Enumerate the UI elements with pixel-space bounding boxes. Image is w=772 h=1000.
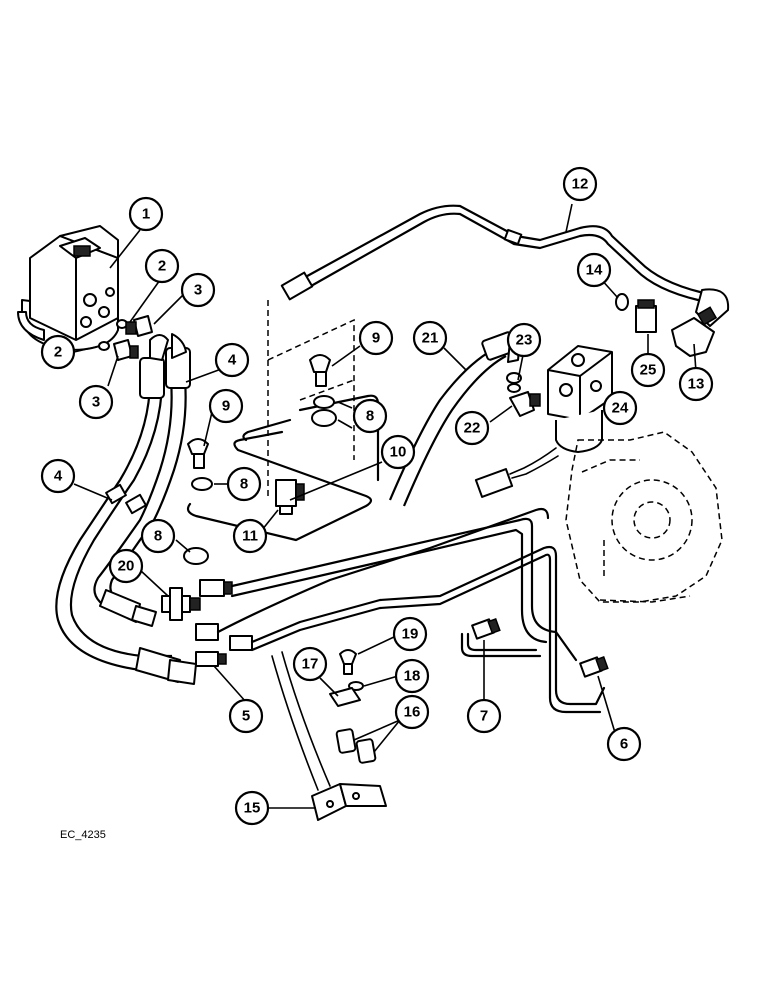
callout-17: 17	[292, 646, 328, 682]
callout-18: 18	[394, 658, 430, 694]
washer-upper-1	[313, 395, 335, 409]
fitting-11	[275, 479, 305, 515]
callout-13: 13	[678, 366, 714, 402]
elbow-13	[671, 306, 718, 357]
washer-mid	[191, 477, 213, 491]
pipe-12	[280, 204, 730, 327]
pump-outline	[565, 431, 723, 603]
o-ring-14	[615, 293, 629, 311]
callout-2-lower: 2	[40, 334, 76, 370]
pipe-fitting-6	[579, 656, 609, 678]
drawing-code-label: EC_4235	[60, 829, 106, 841]
callout-12: 12	[562, 166, 598, 202]
svg-text:9: 9	[372, 330, 380, 347]
callout-6: 6	[606, 726, 642, 762]
tee-fitting	[161, 587, 201, 621]
callout-4-right: 4	[214, 342, 250, 378]
svg-text:19: 19	[402, 626, 419, 643]
callout-8-lower: 8	[140, 518, 176, 554]
svg-text:8: 8	[154, 528, 162, 545]
svg-text:1: 1	[142, 206, 150, 223]
svg-text:4: 4	[54, 468, 63, 485]
washer-upper-2	[311, 409, 337, 427]
callout-20: 20	[108, 548, 144, 584]
svg-text:4: 4	[228, 352, 237, 369]
svg-text:23: 23	[516, 332, 533, 349]
callout-3-lower: 3	[78, 384, 114, 420]
clip-17	[329, 687, 361, 707]
svg-text:5: 5	[242, 708, 250, 725]
svg-text:7: 7	[480, 708, 488, 725]
callout-21: 21	[412, 320, 448, 356]
svg-text:18: 18	[404, 668, 421, 685]
rigid-pipes	[216, 507, 606, 714]
callout-25: 25	[630, 352, 666, 388]
svg-text:2: 2	[158, 258, 166, 275]
svg-text:21: 21	[422, 330, 439, 347]
callouts: 1 2 3 2 3 4 4 9 9 8 8 8 10 11 20 5 21 23…	[40, 166, 714, 826]
callout-9-upper: 9	[358, 320, 394, 356]
callout-7: 7	[466, 698, 502, 734]
bolt-19	[339, 649, 357, 675]
callout-3-upper: 3	[180, 272, 216, 308]
callout-23: 23	[506, 322, 542, 358]
svg-text:6: 6	[620, 736, 628, 753]
callout-24: 24	[602, 390, 638, 426]
leader-lines	[73, 203, 697, 809]
callout-2-upper: 2	[144, 248, 180, 284]
bracket-15	[311, 783, 387, 821]
callout-15: 15	[234, 790, 270, 826]
svg-text:10: 10	[390, 444, 407, 461]
o-ring-lower	[98, 341, 110, 351]
svg-text:24: 24	[612, 400, 629, 417]
svg-text:12: 12	[572, 176, 589, 193]
callout-11: 11	[232, 518, 268, 554]
svg-text:11: 11	[242, 528, 258, 545]
plug-upper	[309, 354, 331, 387]
svg-text:2: 2	[54, 344, 62, 361]
callout-10: 10	[380, 434, 416, 470]
svg-text:8: 8	[366, 408, 374, 425]
svg-text:13: 13	[688, 376, 705, 393]
callout-4-left: 4	[40, 458, 76, 494]
plug-lower	[187, 438, 209, 469]
swivel-connector	[195, 651, 227, 667]
steering-motor-unit	[17, 225, 119, 351]
valve-block	[547, 345, 613, 453]
callout-14: 14	[576, 252, 612, 288]
svg-text:20: 20	[118, 558, 135, 575]
svg-text:3: 3	[92, 394, 100, 411]
svg-text:16: 16	[404, 704, 421, 721]
callout-22: 22	[454, 410, 490, 446]
callout-1: 1	[128, 196, 164, 232]
callout-9-lower: 9	[208, 388, 244, 424]
bracket-guideline-2	[281, 651, 331, 787]
svg-text:17: 17	[302, 656, 319, 673]
solenoid-wiring	[474, 447, 559, 498]
callout-16: 16	[394, 694, 430, 730]
adaptor-lower	[113, 339, 139, 361]
guide-frame-mid	[267, 318, 355, 460]
adaptor-upper	[125, 315, 153, 337]
svg-text:3: 3	[194, 282, 202, 299]
hex-connector-mid	[195, 623, 253, 651]
callout-8-upper: 8	[352, 398, 388, 434]
svg-text:8: 8	[240, 476, 248, 493]
svg-text:25: 25	[640, 362, 657, 379]
callout-8-mid: 8	[226, 466, 262, 502]
hose-assemblies	[55, 333, 197, 685]
svg-text:9: 9	[222, 398, 230, 415]
hex-connector-upper	[199, 579, 233, 597]
pipe-fitting-7	[471, 618, 501, 640]
bracket-guideline	[271, 655, 319, 791]
elbow-fitting	[506, 372, 541, 417]
callout-5: 5	[228, 698, 264, 734]
svg-text:14: 14	[586, 262, 603, 279]
adaptor-25	[635, 299, 657, 333]
svg-text:15: 15	[244, 800, 261, 817]
svg-text:22: 22	[464, 420, 481, 437]
callout-19: 19	[392, 616, 428, 652]
